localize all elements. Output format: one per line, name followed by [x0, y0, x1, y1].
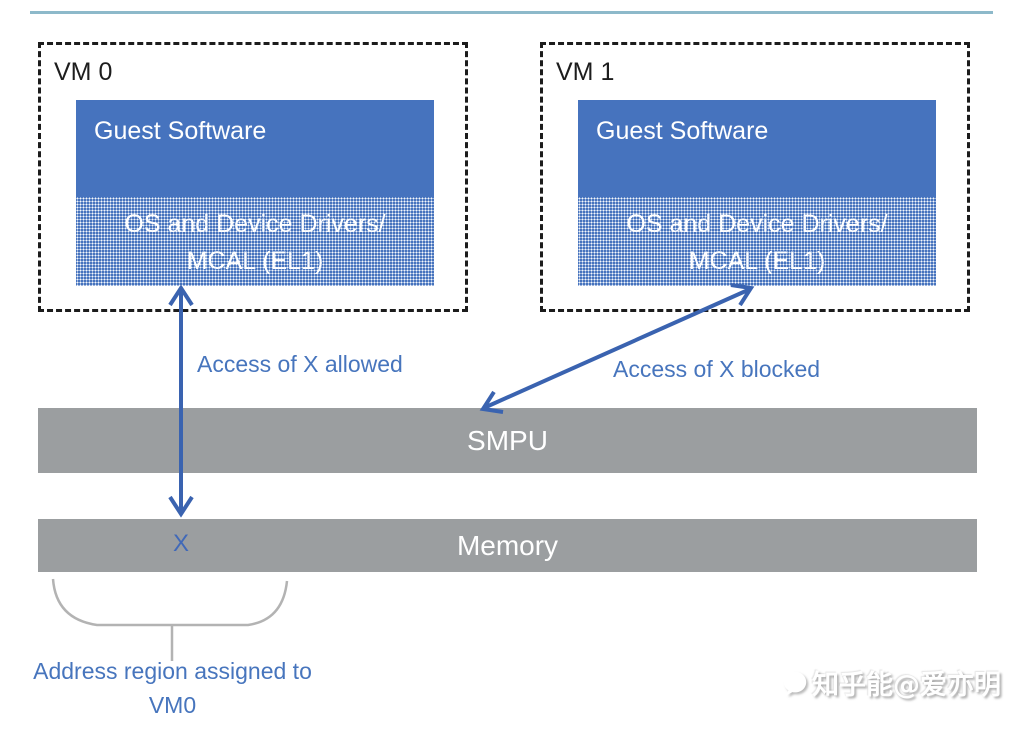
top-divider-line	[30, 11, 993, 14]
smpu-bar: SMPU	[38, 408, 977, 473]
vm0-os-line2: MCAL (EL1)	[186, 247, 324, 275]
vm0-os-line1: OS and Device Drivers/	[124, 210, 386, 238]
vm0-guest-software-box: Guest Software	[76, 100, 434, 197]
watermark-text: 知乎能@爱亦明	[812, 670, 1001, 701]
vm1-box: VM 1 Guest Software OS and Device Driver…	[540, 42, 970, 312]
address-region-brace	[51, 578, 289, 661]
zhihu-bubble-icon	[783, 671, 807, 695]
access-allowed-arrow	[168, 284, 194, 518]
address-region-caption-line2: VM0	[148, 692, 197, 718]
vm1-os-line2: MCAL (EL1)	[688, 247, 826, 275]
memory-region-x-marker: X	[172, 530, 189, 557]
vm1-os-mcal-box: OS and Device Drivers/ MCAL (EL1)	[578, 197, 936, 286]
vm0-label: VM 0	[54, 58, 113, 86]
address-region-caption-line1: Address region assigned to	[33, 658, 312, 684]
zhihu-watermark: 知乎能@爱亦明	[781, 663, 1001, 702]
smpu-label: SMPU	[467, 424, 548, 456]
access-allowed-label: Access of X allowed	[197, 351, 403, 377]
vm1-os-line1: OS and Device Drivers/	[626, 210, 888, 238]
address-region-caption: Address region assigned to VM0	[0, 654, 345, 722]
vm0-os-mcal-box: OS and Device Drivers/ MCAL (EL1)	[76, 197, 434, 286]
memory-label: Memory	[456, 529, 559, 561]
access-blocked-label: Access of X blocked	[613, 356, 821, 382]
vm0-box: VM 0 Guest Software OS and Device Driver…	[38, 42, 468, 312]
memory-bar: Memory	[38, 519, 977, 572]
vm1-guest-software-box: Guest Software	[578, 100, 936, 197]
vm1-label: VM 1	[556, 58, 615, 86]
